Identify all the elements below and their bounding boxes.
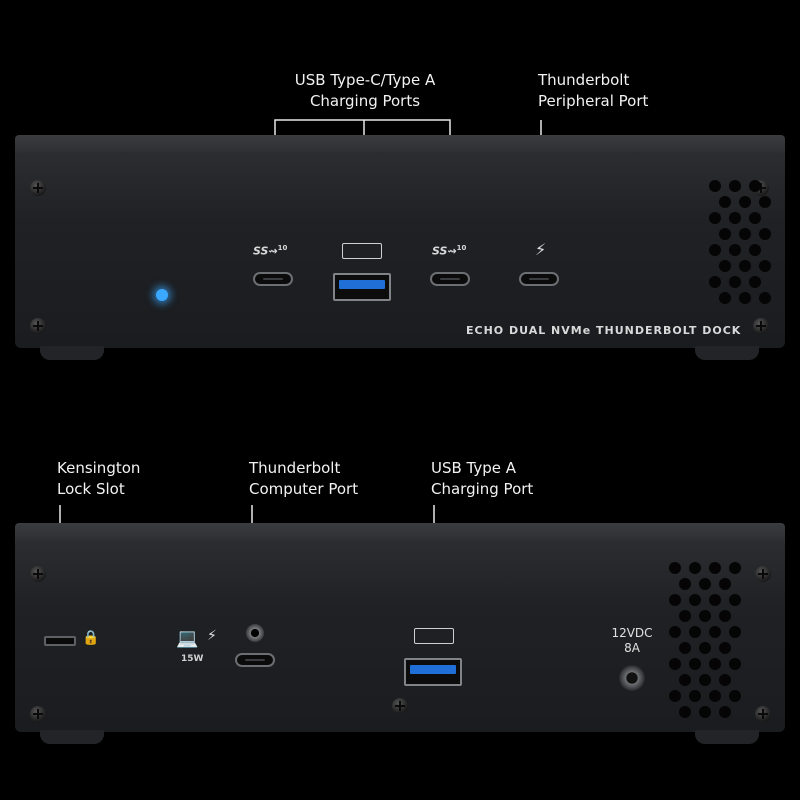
- device-foot: [695, 730, 759, 744]
- callout-line: Charging Port: [431, 480, 534, 498]
- screw-icon: [755, 566, 771, 582]
- front-usb-a-port: [333, 273, 391, 301]
- rear-vent-grille: [669, 562, 741, 718]
- kensington-lock-slot: [44, 636, 76, 646]
- dc-voltage: 12VDC: [611, 626, 653, 640]
- thunderbolt-icon: ⚡: [207, 628, 217, 644]
- front-thunderbolt-port: [519, 272, 559, 286]
- device-foot: [695, 346, 759, 360]
- power-led: [156, 289, 168, 301]
- dc-current: 8A: [624, 641, 640, 655]
- ss-usb-icon: SS⇝10: [432, 244, 467, 258]
- ss-usb-charging-icon: [342, 243, 382, 259]
- usb-ports-callout: USB Type-C/Type A Charging Ports: [270, 70, 460, 112]
- dc-input-label: 12VDC 8A: [606, 626, 658, 656]
- rear-usb-a-port: [404, 658, 462, 686]
- callout-line: USB Type A: [431, 459, 517, 477]
- audio-jack: [246, 624, 264, 642]
- callout-line: Kensington: [57, 459, 141, 477]
- front-usb-c-port-2: [430, 272, 470, 286]
- screw-icon: [30, 706, 46, 722]
- callout-line: Computer Port: [249, 480, 359, 498]
- callout-line: Lock Slot: [57, 480, 125, 498]
- screw-icon: [392, 698, 408, 714]
- front-vent-grille: [709, 180, 771, 304]
- thunderbolt-icon: ⚡: [535, 240, 547, 259]
- screw-icon: [30, 318, 46, 334]
- rear-thunderbolt-port: [235, 653, 275, 667]
- laptop-icon: 💻: [176, 628, 199, 649]
- ss-usb-icon: SS⇝10: [253, 244, 288, 258]
- power-wattage: 15W: [181, 654, 204, 664]
- screw-icon: [755, 706, 771, 722]
- callout-line: Charging Ports: [309, 92, 421, 110]
- rear-device-top: [15, 523, 785, 545]
- ss-usb-charging-icon: [414, 628, 454, 644]
- callout-line: Peripheral Port: [538, 92, 649, 110]
- screw-icon: [30, 566, 46, 582]
- callout-line: Thunderbolt: [538, 71, 630, 89]
- screw-icon: [30, 180, 46, 196]
- usb-a-callout: USB Type A Charging Port: [431, 458, 533, 500]
- device-foot: [40, 346, 104, 360]
- callout-line: Thunderbolt: [249, 459, 341, 477]
- model-name: ECHO DUAL NVMe THUNDERBOLT DOCK: [466, 324, 742, 337]
- tb-peripheral-callout: Thunderbolt Peripheral Port: [538, 70, 648, 112]
- lock-icon: 🔒: [82, 630, 100, 646]
- front-usb-c-port-1: [253, 272, 293, 286]
- front-panel: [15, 152, 785, 348]
- screw-icon: [753, 318, 769, 334]
- callout-line: USB Type-C/Type A: [294, 71, 436, 89]
- front-device-top: [15, 135, 785, 157]
- dc-power-jack: [619, 665, 645, 691]
- device-foot: [40, 730, 104, 744]
- tb-computer-callout: Thunderbolt Computer Port: [249, 458, 358, 500]
- kensington-callout: Kensington Lock Slot: [57, 458, 140, 500]
